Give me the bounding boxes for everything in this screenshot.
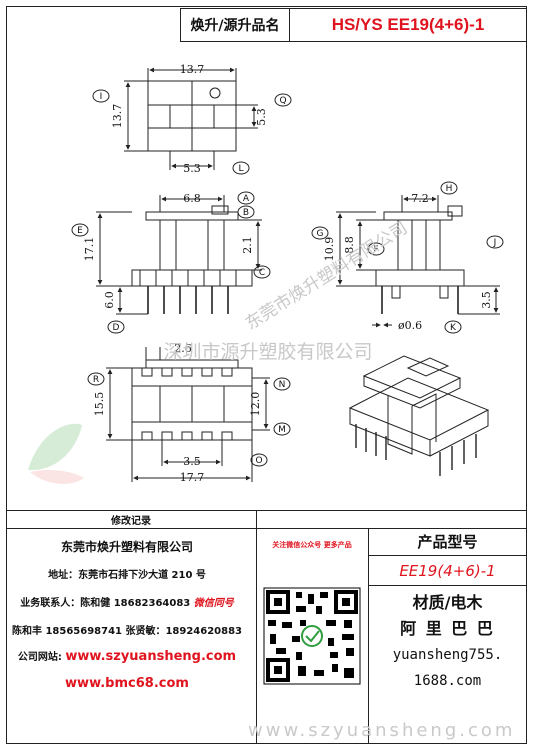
svg-text:N: N [279, 380, 286, 390]
svg-text:L: L [238, 164, 243, 174]
qr-section: 关注微信公众号 更多产品 [256, 528, 368, 744]
website-label: 公司网站: [17, 652, 62, 663]
product-name-label: 焕升/源升品名 [181, 9, 290, 41]
dim-bottom-pitch: 3.5 [183, 455, 201, 468]
callout-l: L [232, 161, 250, 175]
dim-top-right: 5.3 [255, 108, 268, 126]
dim-front-pin: 6.0 [103, 291, 116, 309]
dim-side-width: 7.2 [411, 192, 429, 205]
callout-b: B [237, 205, 255, 219]
svg-text:D: D [113, 323, 120, 333]
svg-text:I: I [100, 92, 103, 102]
dim-top-height: 13.7 [111, 104, 124, 129]
callout-m: M [273, 422, 291, 436]
watermark-center: 深圳市源升塑胶有限公司 [163, 341, 372, 363]
dim-top-bottom: 5.3 [183, 162, 201, 175]
callout-e: E [71, 223, 89, 237]
callout-r: R [87, 372, 105, 386]
dim-front-gap: 2.1 [241, 236, 254, 254]
callout-k: K [444, 320, 462, 334]
contact-1-text: 业务联系人：陈和健 18682364083 [20, 598, 191, 609]
svg-text:R: R [93, 375, 99, 385]
svg-text:E: E [77, 226, 83, 236]
footer-vsep-1 [256, 510, 257, 744]
svg-text:A: A [243, 194, 250, 204]
title-block: 焕升/源升品名 HS/YS EE19(4+6)-1 [180, 8, 527, 42]
website-link-1[interactable]: www.szyuansheng.com [65, 649, 237, 664]
svg-text:M: M [278, 425, 286, 435]
dim-front-width: 6.8 [183, 192, 201, 205]
company-address: 地址：东莞市石排下沙大道 210 号 [48, 570, 206, 581]
dim-top-width: 13.7 [180, 63, 205, 76]
svg-text:B: B [243, 208, 249, 218]
dim-side-pin: 3.5 [480, 291, 493, 309]
leaf-logo-icon [28, 423, 84, 484]
dim-side-pin-dia: ø0.6 [398, 319, 422, 332]
company-contact-2: 陈和丰 18565698741 张贤敏：18924620883 [11, 626, 243, 637]
bottom-view [106, 347, 270, 482]
dim-bottom-top: 2.6 [174, 342, 192, 355]
top-view [124, 67, 258, 170]
qr-caption: 关注微信公众号 更多产品 [272, 541, 352, 549]
dim-side-height: 10.9 [323, 237, 336, 262]
isometric-view [348, 355, 490, 476]
callout-f: F [367, 242, 385, 256]
drawing-sheet [6, 6, 527, 744]
contact-1-tag: 微信同号 [193, 598, 234, 609]
product-info: 产品型号 EE19(4+6)-1 材质/电木 阿 里 巴 巴 yuansheng… [368, 528, 527, 744]
svg-text:J: J [493, 238, 497, 248]
callout-g: G [311, 226, 329, 240]
callout-a: A [237, 191, 255, 205]
callout-i: I [92, 89, 110, 103]
dim-side-inner: 8.8 [343, 236, 356, 254]
footer-divider-2 [6, 528, 527, 529]
dim-bottom-height: 15.5 [93, 392, 106, 417]
callout-n: N [273, 377, 291, 391]
dim-bottom-width: 17.7 [180, 471, 205, 484]
callout-j: J [486, 235, 504, 249]
company-contact-1: 业务联系人：陈和健 18682364083 微信同号 [6, 594, 248, 609]
callout-o: O [250, 453, 268, 467]
footer-divider [6, 510, 527, 511]
company-website-line: 公司网站: www.szyuansheng.com [6, 648, 248, 664]
svg-text:Q: Q [279, 96, 286, 106]
watermark-bottom: www.szyuansheng.com [248, 720, 516, 741]
store-url-1[interactable]: yuansheng755. [392, 647, 503, 663]
revision-title: 修改记录 [111, 515, 151, 527]
product-name-value: HS/YS EE19(4+6)-1 [331, 15, 485, 34]
company-name: 东莞市焕升塑料有限公司 [60, 540, 193, 554]
footer-vsep-2 [368, 528, 369, 744]
qr-code-icon[interactable] [256, 548, 368, 738]
svg-text:H: H [446, 184, 453, 194]
material-title: 材质/电木 [412, 593, 483, 612]
website-link-2[interactable]: www.bmc68.com [65, 676, 189, 691]
model-title: 产品型号 [368, 528, 527, 556]
svg-text:K: K [450, 323, 457, 333]
model-value: EE19(4+6)-1 [368, 556, 527, 586]
company-info: 东莞市焕升塑料有限公司 地址：东莞市石排下沙大道 210 号 业务联系人：陈和健… [6, 528, 248, 744]
dim-front-height: 17.1 [83, 237, 96, 262]
callout-d: D [107, 320, 125, 334]
svg-text:G: G [317, 229, 324, 239]
callout-q: Q [274, 93, 292, 107]
callout-c: C [253, 265, 271, 279]
svg-text:F: F [373, 245, 378, 255]
store-name: 阿 里 巴 巴 [400, 619, 495, 638]
callout-h: H [440, 181, 458, 195]
technical-drawing: 13.7 13.7 5.3 5.3 6.8 17.1 6.0 2.1 7.2 1… [28, 63, 504, 484]
front-view [96, 195, 262, 315]
svg-text:C: C [259, 268, 265, 278]
dim-bottom-right: 12.0 [249, 392, 262, 417]
side-view [336, 195, 500, 328]
svg-text:O: O [255, 456, 262, 466]
store-url-2[interactable]: 1688.com [413, 673, 482, 689]
